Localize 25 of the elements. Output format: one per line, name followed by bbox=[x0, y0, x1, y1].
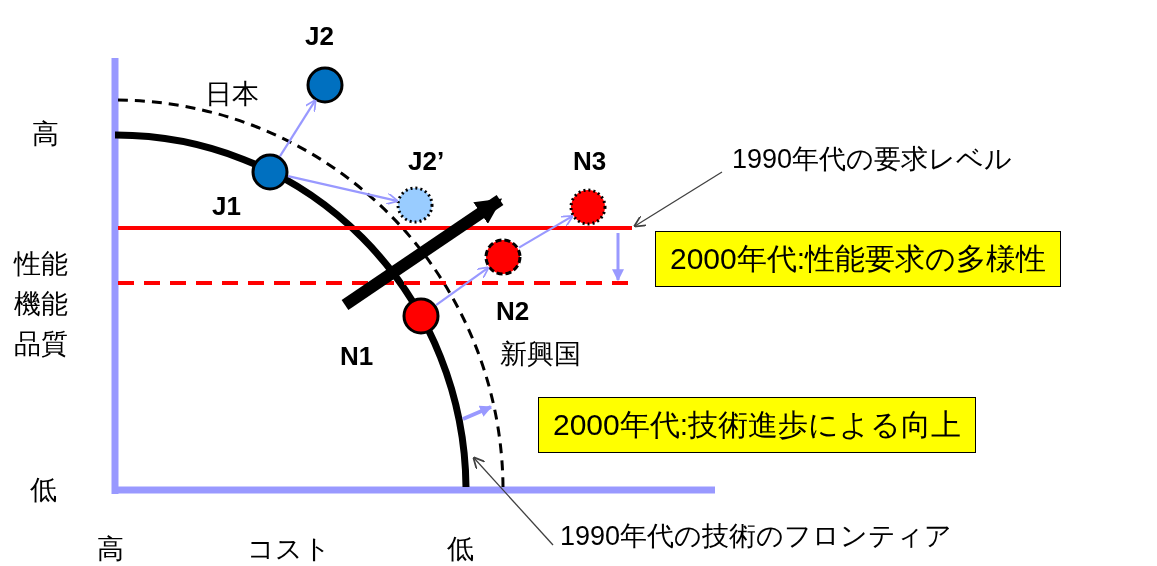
axis-label: 低 bbox=[447, 533, 474, 565]
callout-box: 2000年代:性能要求の多様性 bbox=[655, 231, 1062, 287]
arrow bbox=[287, 175, 399, 205]
callout-text: 1990年代の技術のフロンティア bbox=[560, 520, 953, 552]
point-label: J2 bbox=[305, 22, 334, 50]
requirement-line bbox=[118, 226, 632, 230]
callout-box: 2000年代:技術進歩による向上 bbox=[538, 397, 977, 453]
axis-label: 高 bbox=[97, 533, 124, 565]
axis-label: 新興国 bbox=[500, 338, 581, 370]
callout-text: 1990年代の要求レベル bbox=[732, 143, 1013, 175]
leader-line bbox=[472, 456, 554, 546]
arrow bbox=[435, 266, 490, 307]
point-label: N3 bbox=[573, 147, 607, 175]
axis-label: 高 bbox=[32, 118, 59, 150]
point-label: N1 bbox=[340, 342, 374, 370]
axis-label: 日本 bbox=[205, 78, 259, 110]
point-label: J1 bbox=[212, 192, 241, 220]
axis-label: 低 bbox=[30, 474, 57, 506]
arrow bbox=[518, 214, 574, 249]
point-label: J2’ bbox=[408, 147, 445, 175]
axis-label: コスト bbox=[247, 533, 331, 565]
point-label: N2 bbox=[496, 297, 530, 325]
arrow bbox=[278, 98, 317, 157]
axis-label: 性能機能品質 bbox=[14, 248, 69, 361]
leader-line bbox=[633, 171, 723, 228]
